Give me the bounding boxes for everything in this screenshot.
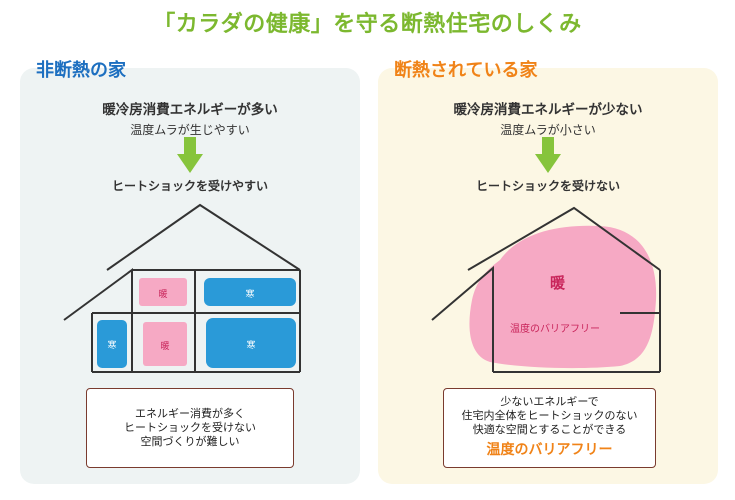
- warm-label: 暖: [550, 274, 566, 292]
- room-label-lower-mid: 暖: [160, 342, 170, 352]
- barrier-label: 温度のバリアフリー: [510, 324, 600, 335]
- right-heatshock-text: ヒートショックを受けない: [475, 179, 620, 193]
- non-insulated-heading: 非断熱の家: [36, 60, 126, 81]
- room-lower-small-cold: [97, 320, 127, 368]
- summary-line: 快適な空間とすることができる: [472, 423, 627, 436]
- left-energy-text: 暖冷房消費エネルギーが多い: [102, 102, 278, 118]
- left-heatshock-text: ヒートショックを受けやすい: [111, 179, 268, 193]
- non-insulated-summary-box: エネルギー消費が多く ヒートショックを受けない 空間づくりが難しい: [86, 388, 294, 468]
- right-down-arrow-icon: [535, 137, 561, 173]
- room-upper-left-warm: [139, 278, 187, 306]
- room-label-lower-right: 寒: [246, 341, 256, 351]
- warm-blob: [469, 225, 657, 369]
- room-label-upper-right: 寒: [245, 290, 255, 300]
- left-down-arrow-icon: [177, 137, 203, 173]
- right-energy-text: 暖冷房消費エネルギーが少ない: [453, 102, 643, 118]
- summary-line: エネルギー消費が多く: [135, 407, 245, 420]
- summary-line: 住宅内全体をヒートショックのない: [461, 409, 638, 422]
- left-temperature-text: 温度ムラが生じやすい: [130, 123, 250, 137]
- insulated-heading: 断熱されている家: [394, 60, 538, 81]
- insulated-house-icon: [431, 206, 661, 373]
- summary-line: 少ないエネルギーで: [500, 395, 599, 408]
- page-title: 「カラダの健康」を守る断熱住宅のしくみ: [153, 12, 582, 37]
- summary-emphasis: 温度のバリアフリー: [486, 442, 613, 458]
- right-temperature-text: 温度ムラが小さい: [500, 123, 596, 137]
- room-lower-right-cold: [206, 318, 296, 368]
- room-label-upper-left: 暖: [158, 290, 168, 300]
- room-lower-mid-warm: [143, 322, 187, 366]
- insulated-summary-box: 少ないエネルギーで 住宅内全体をヒートショックのない 快適な空間とすることができ…: [443, 388, 656, 468]
- summary-line: ヒートショックを受けない: [124, 421, 256, 434]
- summary-line: 空間づくりが難しい: [140, 435, 240, 448]
- non-insulated-house-icon: [63, 203, 301, 373]
- room-upper-right-cold: [204, 278, 296, 306]
- room-label-lower-small: 寒: [107, 341, 117, 351]
